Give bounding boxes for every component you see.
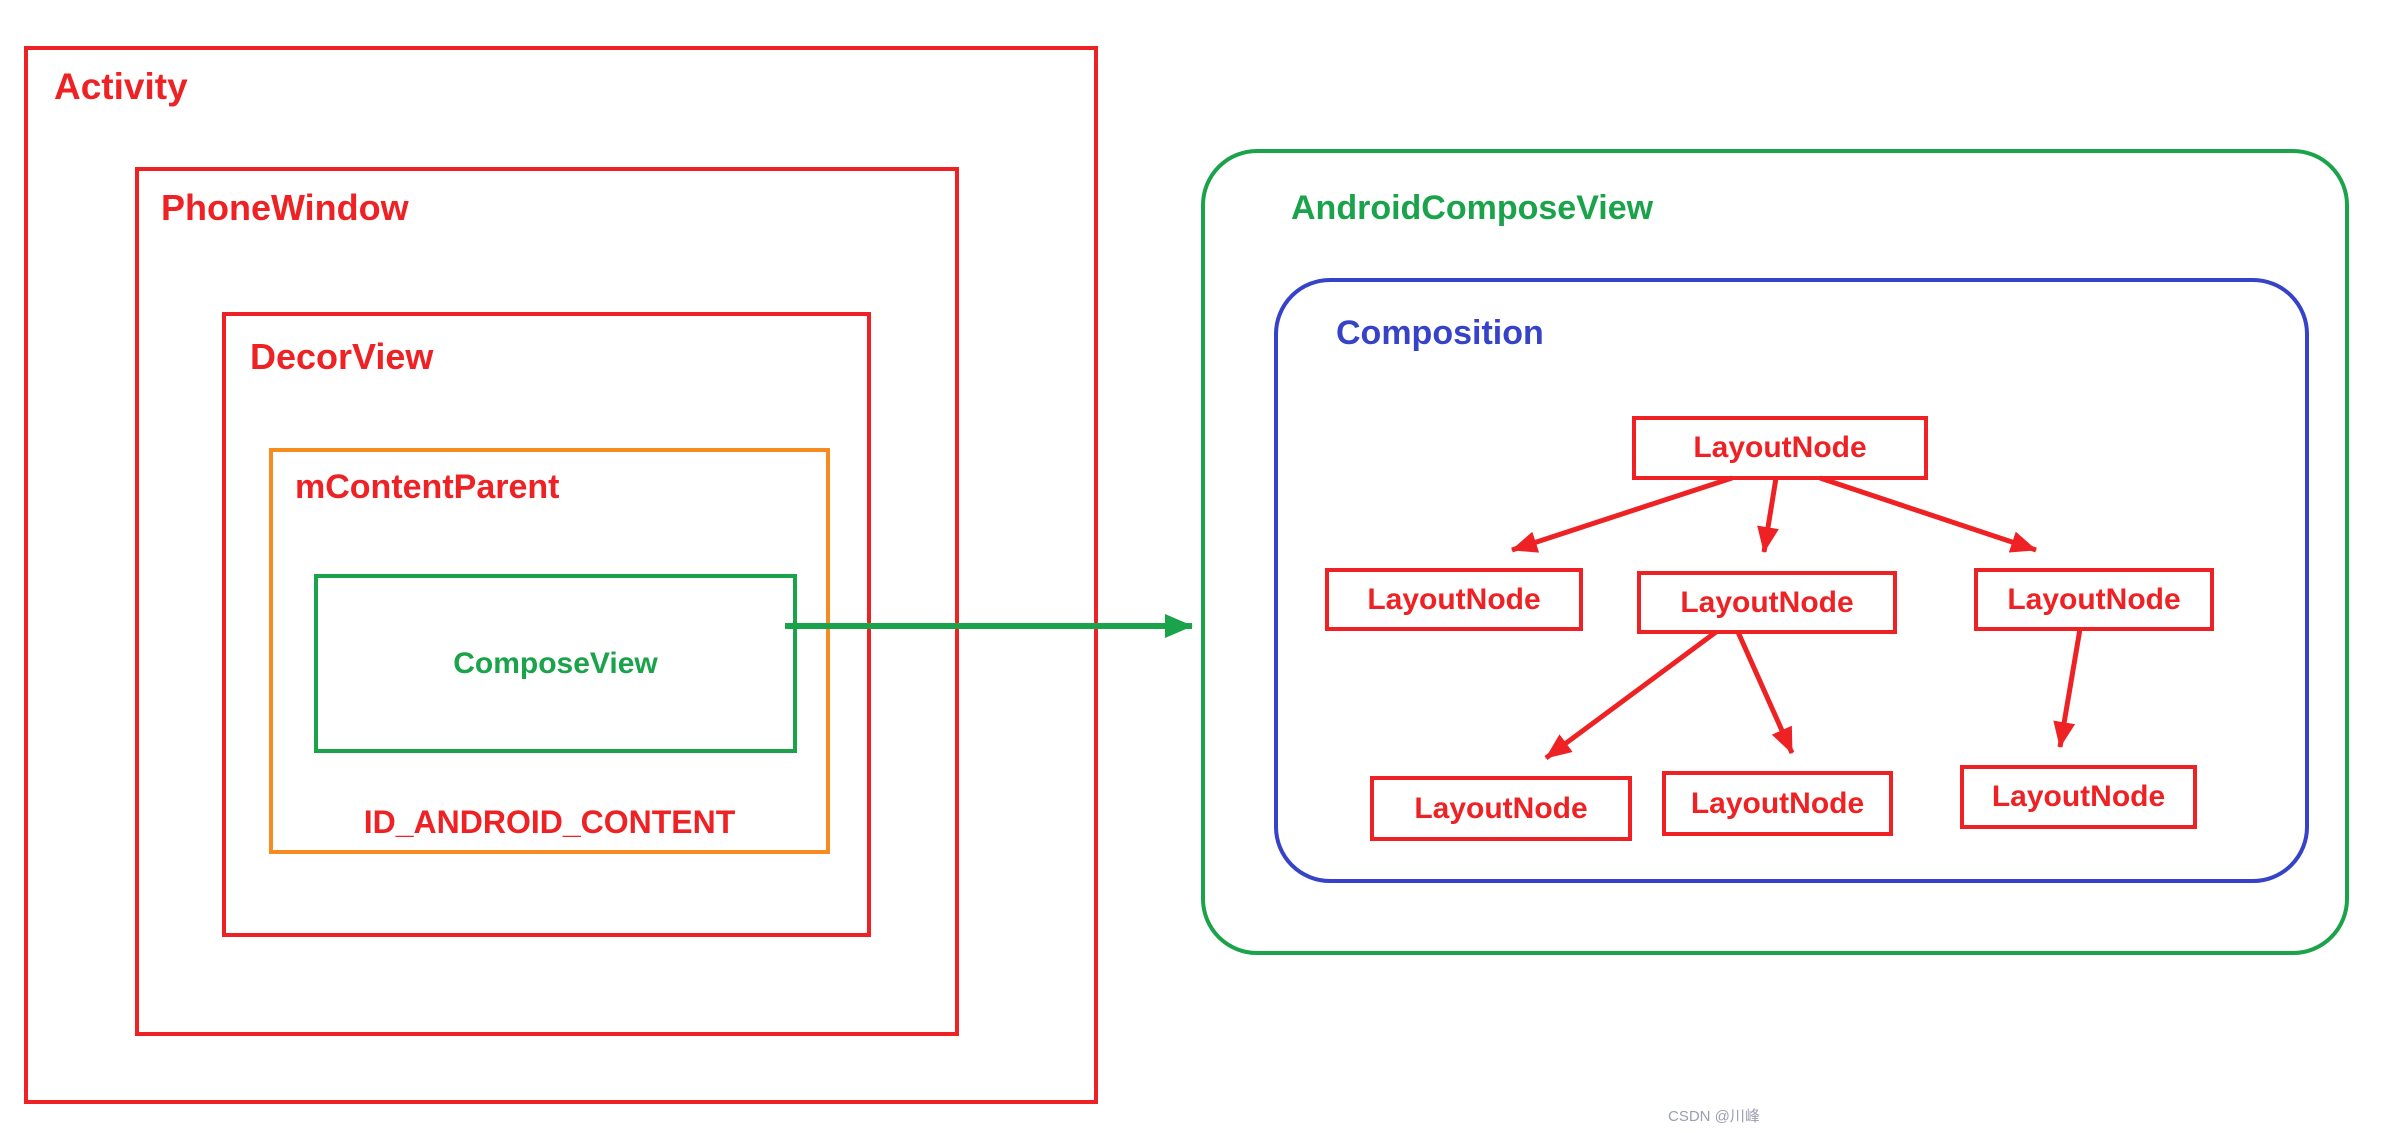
layout-node-label: LayoutNode	[1991, 780, 2166, 813]
layout-node-label: LayoutNode	[1680, 585, 1854, 619]
layout-node-label: LayoutNode	[2007, 582, 2181, 616]
layout-node-label: LayoutNode	[1367, 582, 1541, 616]
phone-window-box: PhoneWindow DecorView mContentParent Com…	[135, 167, 959, 1036]
layout-node-grandchild-right: LayoutNode	[1960, 765, 2197, 829]
android-compose-view-box: AndroidComposeView Composition LayoutNod…	[1201, 149, 2349, 955]
layout-node-label: LayoutNode	[1690, 786, 1865, 820]
layout-node-grandchild-left: LayoutNode	[1370, 776, 1632, 841]
layout-node-label: LayoutNode	[1693, 431, 1867, 464]
watermark-text: CSDN @川峰	[1668, 1108, 1760, 1125]
id-android-content-label: ID_ANDROID_CONTENT	[363, 804, 736, 840]
compose-view-label: ComposeView	[453, 646, 658, 680]
layout-node-child-left: LayoutNode	[1325, 568, 1583, 631]
activity-box: Activity PhoneWindow DecorView mContentP…	[24, 46, 1098, 1104]
decor-view-box: DecorView mContentParent ComposeView ID_…	[222, 312, 871, 937]
m-content-parent-label: mContentParent	[295, 468, 560, 506]
android-compose-view-label: AndroidComposeView	[1291, 189, 1654, 227]
m-content-parent-box: mContentParent ComposeView ID_ANDROID_CO…	[269, 448, 830, 854]
layout-node-grandchild-middle: LayoutNode	[1662, 771, 1893, 836]
composition-label: Composition	[1336, 314, 1544, 352]
layout-node-root: LayoutNode	[1632, 416, 1928, 480]
decor-view-label: DecorView	[250, 336, 434, 377]
compose-view-box: ComposeView	[314, 574, 797, 753]
layout-node-child-right: LayoutNode	[1974, 568, 2214, 631]
activity-label: Activity	[54, 66, 188, 107]
composition-box: Composition LayoutNode LayoutNode Layout…	[1274, 278, 2309, 883]
layout-node-label: LayoutNode	[1414, 791, 1588, 825]
layout-node-child-middle: LayoutNode	[1637, 571, 1897, 634]
phone-window-label: PhoneWindow	[161, 187, 409, 228]
